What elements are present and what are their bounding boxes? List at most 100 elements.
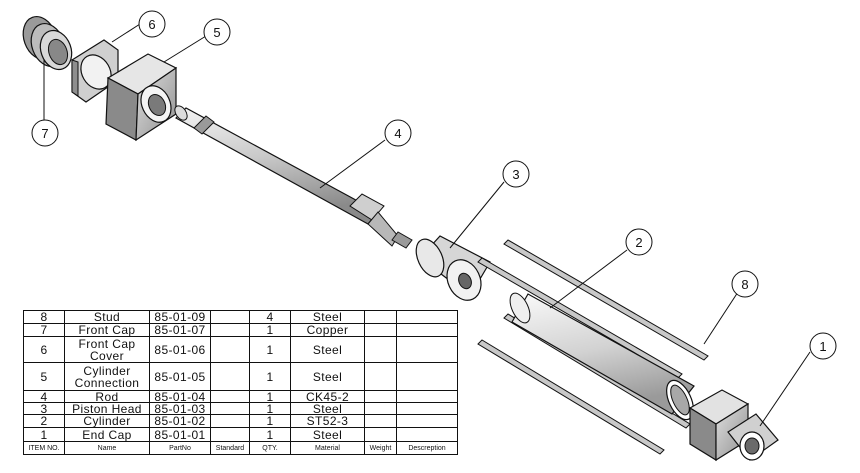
bom-partno: 85-01-05 — [149, 362, 211, 391]
bom-row: 6 Front Cap Cover 85-01-06 1 Steel — [23, 336, 458, 363]
bom-standard — [210, 310, 250, 324]
bom-standard — [210, 427, 250, 442]
callout-label-2: 2 — [635, 235, 642, 250]
bom-description — [396, 414, 458, 428]
bom-header-partno: PartNo — [149, 441, 211, 455]
bom-row: 2 Cylinder 85-01-02 1 ST52-3 — [23, 414, 458, 428]
callout-label-5: 5 — [213, 25, 220, 40]
bom-name: Front Cap Cover — [64, 336, 150, 363]
bom-header-standard: Standard — [210, 441, 250, 455]
bom-partno: 85-01-02 — [149, 414, 211, 428]
bom-name: Front Cap — [64, 323, 150, 337]
bom-header-material: Material — [290, 441, 365, 455]
bom-header-weight: Weight — [364, 441, 397, 455]
bom-weight — [364, 414, 397, 428]
bom-row: 8 Stud 85-01-09 4 Steel — [23, 310, 458, 324]
bom-material: CK45-2 — [290, 390, 365, 403]
bom-partno: 85-01-04 — [149, 390, 211, 403]
bom-header-qty: QTY. — [249, 441, 291, 455]
bom-partno: 85-01-06 — [149, 336, 211, 363]
bom-header-name: Name — [64, 441, 150, 455]
bom-standard — [210, 323, 250, 337]
callout-balloon-6: 6 — [138, 10, 166, 38]
bom-description — [396, 362, 458, 391]
bom-weight — [364, 390, 397, 403]
bom-material: ST52-3 — [290, 414, 365, 428]
bom-standard — [210, 414, 250, 428]
bom-description — [396, 402, 458, 415]
callout-label-3: 3 — [512, 167, 519, 182]
bom-name: Cylinder Connection — [64, 362, 150, 391]
callout-label-8: 8 — [741, 277, 748, 292]
bom-material: Steel — [290, 310, 365, 324]
bom-qty: 1 — [249, 362, 291, 391]
bom-qty: 1 — [249, 336, 291, 363]
callout-balloon-1: 1 — [809, 332, 837, 360]
end-cap-part — [688, 389, 779, 462]
callout-balloon-4: 4 — [384, 119, 412, 147]
bom-partno: 85-01-07 — [149, 323, 211, 337]
bom-material: Copper — [290, 323, 365, 337]
bill-of-materials-table: 8 Stud 85-01-09 4 Steel 7 Front Cap 85-0… — [23, 310, 458, 455]
bom-weight — [364, 427, 397, 442]
bom-item-no: 2 — [23, 414, 65, 428]
bom-item-no: 1 — [23, 427, 65, 442]
bom-partno: 85-01-09 — [149, 310, 211, 324]
callout-label-6: 6 — [148, 17, 155, 32]
bom-name: Cylinder — [64, 414, 150, 428]
bom-weight — [364, 336, 397, 363]
bom-row: 3 Piston Head 85-01-03 1 Steel — [23, 402, 458, 415]
bom-row: 5 Cylinder Connection 85-01-05 1 Steel — [23, 362, 458, 391]
bom-weight — [364, 310, 397, 324]
callout-label-7: 7 — [41, 126, 48, 141]
bom-header-description: Descreption — [396, 441, 458, 455]
bom-item-no: 6 — [23, 336, 65, 363]
bom-name: Piston Head — [64, 402, 150, 415]
bom-row: 1 End Cap 85-01-01 1 Steel — [23, 427, 458, 442]
leader-lines — [43, 23, 811, 427]
bom-partno: 85-01-01 — [149, 427, 211, 442]
bom-qty: 1 — [249, 414, 291, 428]
bom-weight — [364, 402, 397, 415]
bom-weight — [364, 323, 397, 337]
bom-qty: 1 — [249, 427, 291, 442]
piston-head-part — [415, 235, 491, 301]
bom-material: Steel — [290, 427, 365, 442]
bom-row: 4 Rod 85-01-04 1 CK45-2 — [23, 390, 458, 403]
cylinder-connection-part — [105, 53, 178, 142]
bom-description — [396, 390, 458, 403]
bom-description — [396, 336, 458, 363]
callout-balloon-8: 8 — [731, 270, 759, 298]
callout-balloon-5: 5 — [203, 18, 231, 46]
bom-qty: 1 — [249, 323, 291, 337]
bom-row: 7 Front Cap 85-01-07 1 Copper — [23, 323, 458, 337]
bom-header-item-no: ITEM NO. — [23, 441, 65, 455]
bom-standard — [210, 402, 250, 415]
bom-standard — [210, 336, 250, 363]
bom-qty: 1 — [249, 390, 291, 403]
bom-material: Steel — [290, 362, 365, 391]
bom-weight — [364, 362, 397, 391]
bom-header-row: ITEM NO. Name PartNo Standard QTY. Mater… — [23, 441, 458, 455]
bom-standard — [210, 362, 250, 391]
bom-item-no: 8 — [23, 310, 65, 324]
bom-description — [396, 310, 458, 324]
bom-item-no: 4 — [23, 390, 65, 403]
bom-name: Rod — [64, 390, 150, 403]
front-cap-cover-part — [71, 39, 119, 103]
bom-standard — [210, 390, 250, 403]
bom-material: Steel — [290, 402, 365, 415]
bom-item-no: 7 — [23, 323, 65, 337]
bom-name: End Cap — [64, 427, 150, 442]
cylinder-tube-part — [509, 292, 695, 421]
bom-qty: 1 — [249, 402, 291, 415]
callout-label-1: 1 — [819, 339, 826, 354]
bom-description — [396, 427, 458, 442]
bom-name: Stud — [64, 310, 150, 324]
callout-balloon-3: 3 — [502, 160, 530, 188]
callout-label-4: 4 — [394, 126, 401, 141]
bom-item-no: 5 — [23, 362, 65, 391]
rod-part — [174, 105, 413, 249]
